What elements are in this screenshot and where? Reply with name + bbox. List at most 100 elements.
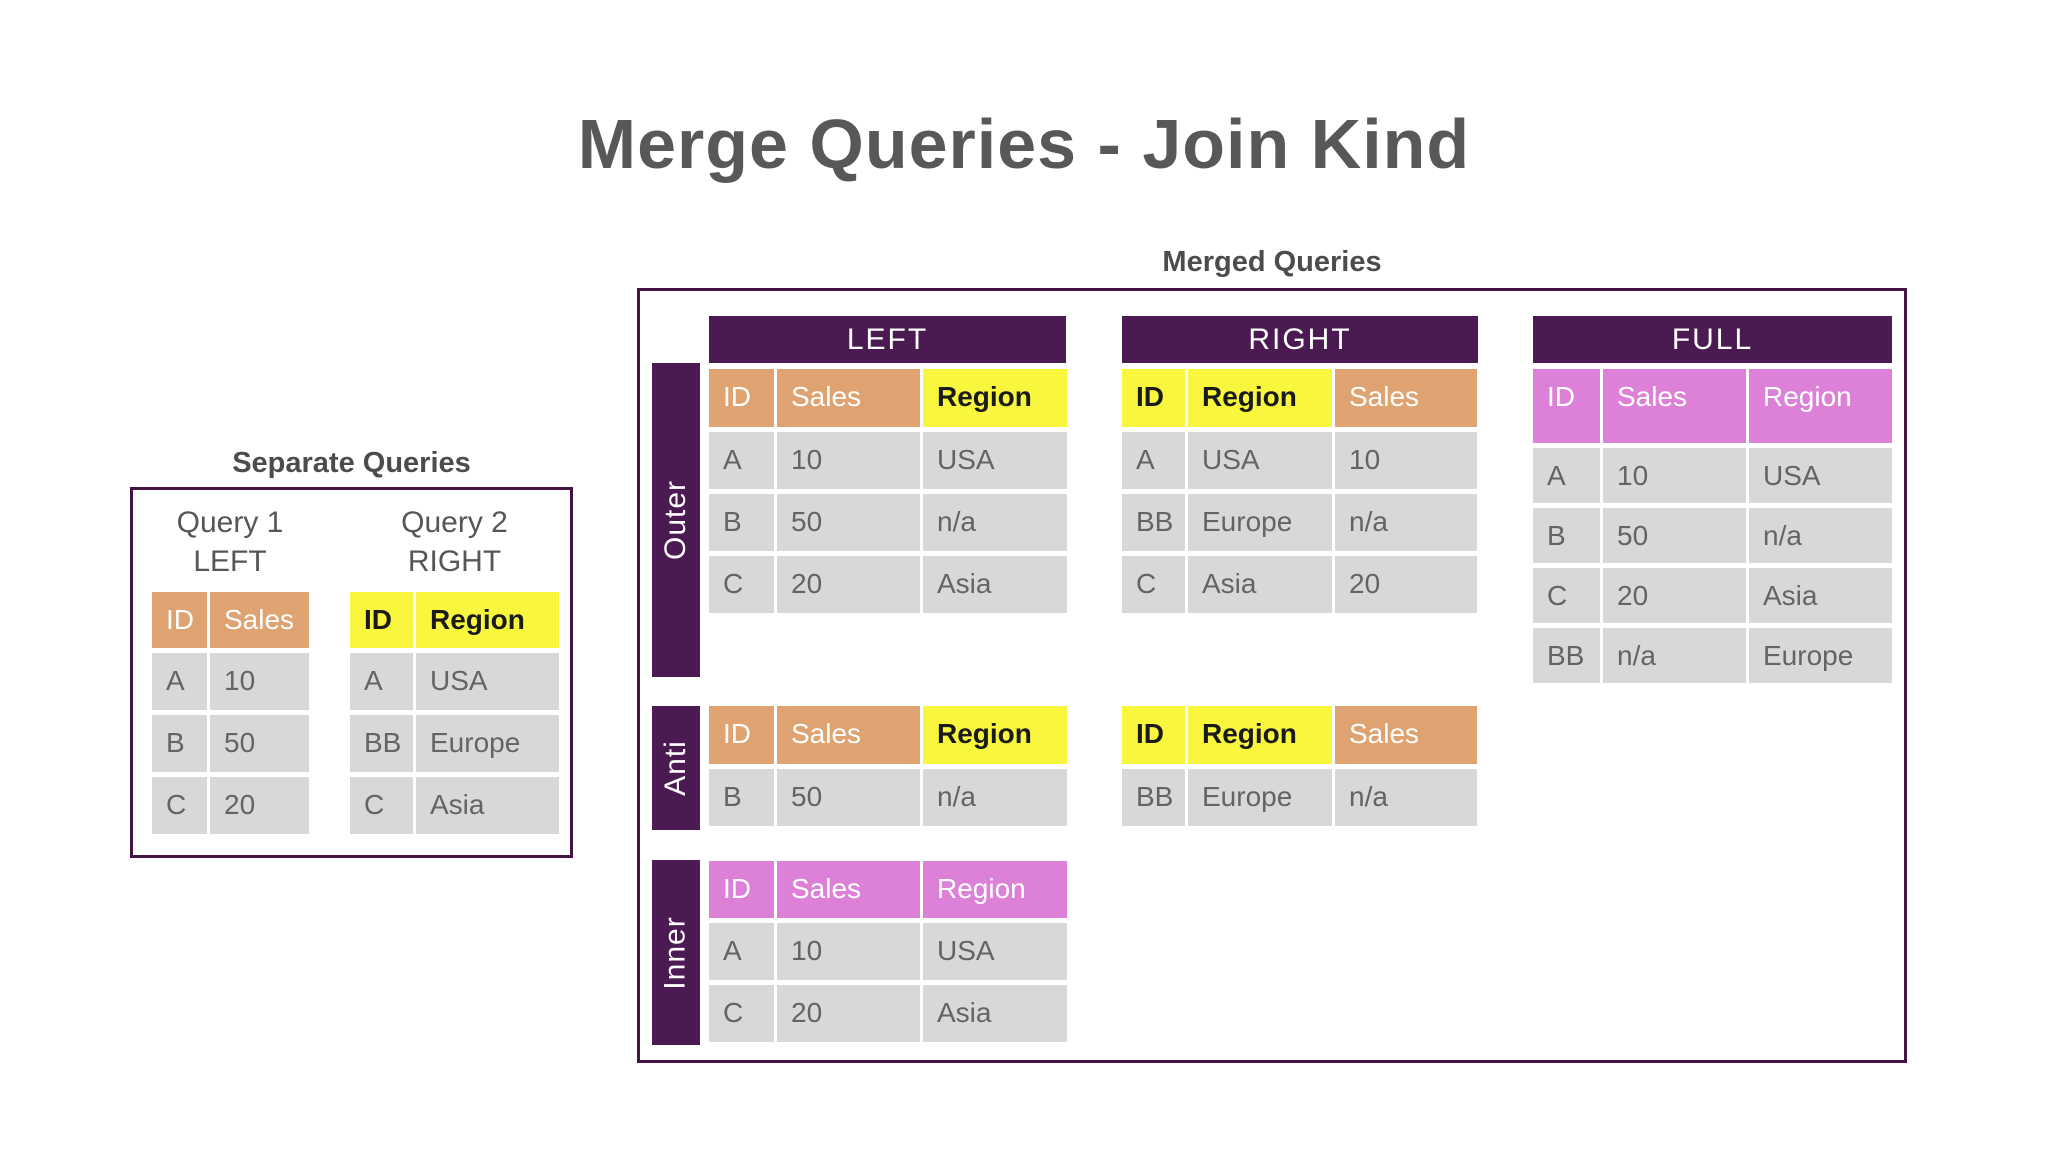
table-cell: 20 xyxy=(777,556,920,613)
right-join-title-bar: RIGHT xyxy=(1122,316,1478,363)
column-header-sales: Sales xyxy=(210,592,309,648)
anti-join-label: Anti xyxy=(659,740,693,796)
table-cell: A xyxy=(1122,432,1185,489)
table-cell: 20 xyxy=(1335,556,1477,613)
inner-join-label: Inner xyxy=(659,915,693,990)
table-cell: USA xyxy=(1749,448,1892,503)
table-cell: A xyxy=(709,923,774,980)
table-cell: A xyxy=(1533,448,1600,503)
table-cell: Europe xyxy=(1188,494,1332,551)
column-header-sales: Sales xyxy=(777,861,920,918)
merged-queries-box xyxy=(637,288,1907,1063)
table-cell: 10 xyxy=(777,923,920,980)
table-cell: 50 xyxy=(777,769,920,826)
query2-table: ID Region A USA BB Europe C Asia xyxy=(350,592,559,834)
column-header-region: Region xyxy=(923,861,1067,918)
table-cell: n/a xyxy=(1335,769,1477,826)
separate-queries-heading: Separate Queries xyxy=(232,447,471,479)
query1-title-line2: LEFT xyxy=(193,545,267,578)
table-cell: Asia xyxy=(923,556,1067,613)
table-cell: C xyxy=(709,556,774,613)
table-cell: C xyxy=(709,985,774,1042)
table-cell: Europe xyxy=(416,715,559,772)
query1-title-line1: Query 1 xyxy=(176,506,284,539)
column-header-region: Region xyxy=(1188,706,1332,764)
table-cell: n/a xyxy=(923,769,1067,826)
table-cell: BB xyxy=(1122,494,1185,551)
table-cell: USA xyxy=(923,432,1067,489)
table-cell: A xyxy=(709,432,774,489)
table-cell: BB xyxy=(1533,628,1600,683)
table-cell: B xyxy=(152,715,207,772)
column-header-sales: Sales xyxy=(777,706,920,764)
column-header-id: ID xyxy=(709,369,774,427)
table-cell: BB xyxy=(350,715,413,772)
table-cell: 50 xyxy=(777,494,920,551)
column-header-id: ID xyxy=(709,706,774,764)
column-header-sales: Sales xyxy=(1335,706,1477,764)
inner-join-table: ID Sales Region A 10 USA C 20 Asia xyxy=(709,861,1067,1042)
inner-join-label-bar: Inner xyxy=(652,860,700,1045)
query2-title-line2: RIGHT xyxy=(407,545,502,578)
table-cell: B xyxy=(709,769,774,826)
column-header-sales: Sales xyxy=(1603,369,1746,443)
table-cell: USA xyxy=(1188,432,1332,489)
anti-join-label-bar: Anti xyxy=(652,706,700,830)
left-join-table: ID Sales Region A 10 USA B 50 n/a C 20 A… xyxy=(709,369,1067,613)
column-header-id: ID xyxy=(1122,706,1185,764)
table-cell: n/a xyxy=(1335,494,1477,551)
column-header-id: ID xyxy=(1122,369,1185,427)
table-cell: 50 xyxy=(210,715,309,772)
table-cell: A xyxy=(350,653,413,710)
column-header-region: Region xyxy=(416,592,559,648)
column-header-region: Region xyxy=(923,706,1067,764)
column-header-region: Region xyxy=(923,369,1067,427)
table-cell: B xyxy=(1533,508,1600,563)
table-cell: C xyxy=(1122,556,1185,613)
column-header-id: ID xyxy=(152,592,207,648)
table-cell: n/a xyxy=(1603,628,1746,683)
table-cell: 10 xyxy=(1603,448,1746,503)
column-header-sales: Sales xyxy=(1335,369,1477,427)
table-cell: USA xyxy=(416,653,559,710)
table-cell: n/a xyxy=(1749,508,1892,563)
query2-title: Query 2 RIGHT xyxy=(350,503,559,581)
table-cell: Asia xyxy=(1188,556,1332,613)
anti-right-join-table: ID Region Sales BB Europe n/a xyxy=(1122,706,1477,826)
table-cell: C xyxy=(152,777,207,834)
table-cell: Europe xyxy=(1749,628,1892,683)
table-cell: C xyxy=(1533,568,1600,623)
table-cell: 20 xyxy=(777,985,920,1042)
table-cell: Europe xyxy=(1188,769,1332,826)
table-cell: USA xyxy=(923,923,1067,980)
query1-table: ID Sales A 10 B 50 C 20 xyxy=(152,592,309,834)
table-cell: 10 xyxy=(777,432,920,489)
column-header-id: ID xyxy=(350,592,413,648)
table-cell: Asia xyxy=(1749,568,1892,623)
left-join-title-bar: LEFT xyxy=(709,316,1066,363)
table-cell: n/a xyxy=(923,494,1067,551)
column-header-id: ID xyxy=(709,861,774,918)
right-join-table: ID Region Sales A USA 10 BB Europe n/a C… xyxy=(1122,369,1477,613)
merged-queries-heading: Merged Queries xyxy=(1162,246,1382,278)
full-join-title-bar: FULL xyxy=(1533,316,1892,363)
column-header-sales: Sales xyxy=(777,369,920,427)
table-cell: C xyxy=(350,777,413,834)
query1-title: Query 1 LEFT xyxy=(147,503,313,581)
table-cell: BB xyxy=(1122,769,1185,826)
anti-left-join-table: ID Sales Region B 50 n/a xyxy=(709,706,1067,826)
column-header-region: Region xyxy=(1188,369,1332,427)
table-cell: B xyxy=(709,494,774,551)
table-cell: 20 xyxy=(1603,568,1746,623)
query2-title-line1: Query 2 xyxy=(401,506,508,539)
separate-queries-box xyxy=(130,487,573,858)
table-cell: 10 xyxy=(210,653,309,710)
table-cell: A xyxy=(152,653,207,710)
outer-join-label-bar: Outer xyxy=(652,363,700,677)
column-header-id: ID xyxy=(1533,369,1600,443)
page-title: Merge Queries - Join Kind xyxy=(577,105,1471,183)
table-cell: Asia xyxy=(416,777,559,834)
outer-join-label: Outer xyxy=(659,479,692,561)
full-join-table: ID Sales Region A 10 USA B 50 n/a C 20 A… xyxy=(1533,369,1892,683)
